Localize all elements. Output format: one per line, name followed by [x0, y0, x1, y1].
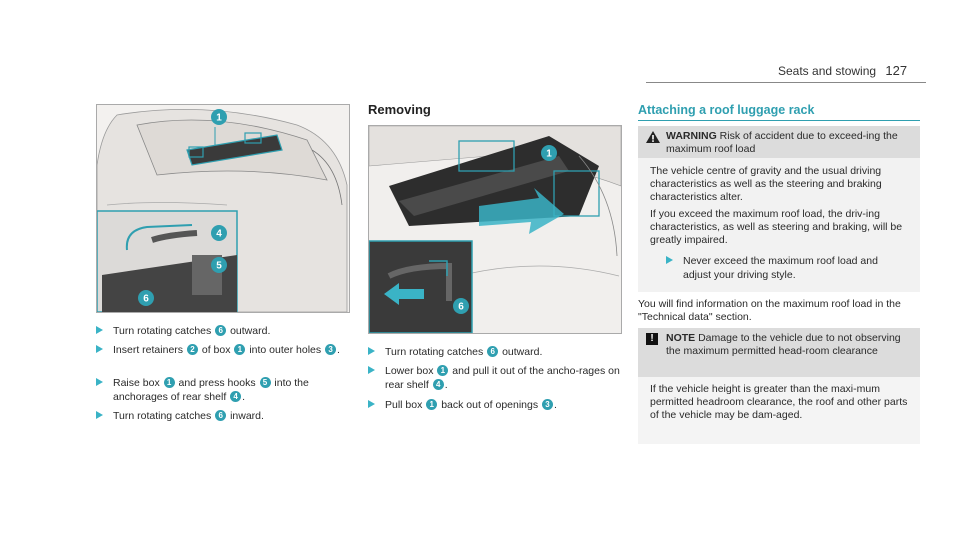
triangle-right-icon — [368, 400, 375, 408]
callout-1-label: 1 — [546, 149, 552, 160]
info-text: You will find information on the maximum… — [638, 298, 901, 323]
warning-box: WARNING Risk of accident due to exceed-i… — [638, 126, 920, 292]
triangle-right-icon — [368, 366, 375, 374]
running-header: Seats and stowing 127 — [778, 63, 952, 78]
roof-rack-heading: Attaching a roof luggage rack — [638, 103, 815, 117]
note-box: ! NOTE Damage to the vehicle due to not … — [638, 328, 920, 444]
install-step-2: Insert retainers 2 of box 1 into outer h… — [96, 343, 358, 357]
note-header-bar — [638, 328, 920, 377]
remove-step-2: Lower box 1 and pull it out of the ancho… — [368, 364, 630, 392]
page-number: 127 — [885, 63, 908, 78]
exclamation-icon: ! — [646, 333, 658, 345]
callout-5-label: 5 — [216, 261, 222, 272]
section-title: Seats and stowing — [778, 64, 877, 78]
figure-installing-box: 1 4 5 6 — [96, 104, 350, 313]
triangle-right-icon — [96, 378, 103, 386]
triangle-right-icon — [368, 347, 375, 355]
removal-illustration: 1 6 — [369, 126, 621, 333]
callout-4-label: 4 — [216, 229, 222, 240]
warning-label: WARNING — [666, 130, 717, 142]
warning-step: Never exceed the maximum roof load and a… — [666, 254, 906, 282]
callout-6 — [138, 290, 154, 306]
warning-header-bar — [638, 126, 920, 158]
figure-removing-box: 1 6 — [368, 125, 622, 334]
callout-1-label: 1 — [216, 113, 222, 124]
callout-1 — [541, 145, 557, 161]
heading-rule — [638, 120, 920, 121]
callout-6-label: 6 — [143, 294, 149, 305]
callout-1 — [211, 109, 227, 125]
remove-step-1: Turn rotating catches 6 outward. — [368, 345, 630, 359]
triangle-right-icon — [96, 411, 103, 419]
note-headline: NOTE Damage to the vehicle due to not ob… — [666, 332, 901, 357]
note-body: If the vehicle height is greater than th… — [650, 383, 908, 421]
note-label: NOTE — [666, 332, 696, 344]
warning-triangle-icon — [646, 131, 660, 143]
warning-headline: WARNING Risk of accident due to exceed-i… — [666, 130, 898, 155]
header-rule — [646, 82, 926, 83]
install-step-4: Turn rotating catches 6 inward. — [96, 409, 358, 423]
callout-6-label: 6 — [458, 302, 464, 313]
triangle-right-icon — [96, 345, 103, 353]
removing-heading: Removing — [368, 102, 431, 117]
remove-step-3: Pull box 1 back out of openings 3. — [368, 398, 630, 412]
callout-4 — [211, 225, 227, 241]
warning-para-2: If you exceed the maximum roof load, the… — [650, 208, 903, 246]
callout-6 — [453, 298, 469, 314]
install-step-1: Turn rotating catches 6 outward. — [96, 324, 358, 338]
triangle-right-icon — [96, 326, 103, 334]
trunk-illustration: 1 4 5 6 — [97, 105, 349, 312]
install-step-3: Raise box 1 and press hooks 5 into the a… — [96, 376, 358, 404]
callout-5 — [211, 257, 227, 273]
triangle-right-icon — [666, 256, 673, 264]
warning-para-1: The vehicle centre of gravity and the us… — [650, 165, 882, 203]
